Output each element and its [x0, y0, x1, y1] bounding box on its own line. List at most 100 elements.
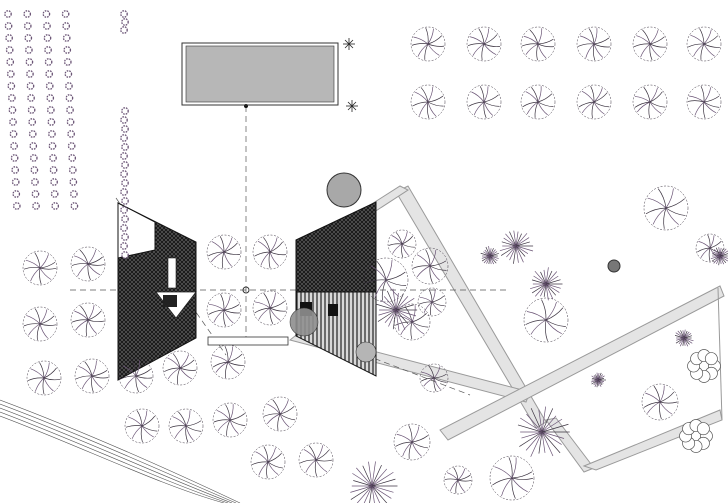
- orchard-plant: [25, 58, 34, 66]
- tree-symbol: [520, 84, 556, 120]
- tree-symbol: [210, 344, 246, 380]
- orchard-plant: [120, 116, 128, 124]
- orchard-plant: [9, 118, 17, 126]
- palm-symbol: [350, 461, 398, 503]
- orchard-plant: [31, 178, 39, 186]
- tree-symbol: [576, 84, 612, 120]
- shrub-symbol: [679, 419, 713, 453]
- pool: [181, 42, 339, 106]
- orchard-plant: [67, 142, 76, 150]
- orchard-plant: [4, 22, 13, 30]
- orchard-plant: [23, 22, 32, 30]
- orchard-plant: [68, 154, 77, 162]
- tree-symbol: [70, 302, 106, 338]
- orchard-plant: [24, 46, 33, 54]
- orchard-plant: [29, 154, 38, 162]
- orchard-plant: [45, 82, 54, 90]
- orchard-plant: [50, 190, 59, 198]
- orchard-plant: [120, 26, 128, 34]
- orchard-plant: [120, 134, 128, 142]
- palm-symbol: [530, 267, 563, 301]
- orchard-plant: [47, 118, 56, 126]
- shrub-symbol: [687, 349, 721, 383]
- tree-symbol: [22, 306, 58, 342]
- tree-symbol: [206, 292, 242, 328]
- orchard-plant: [28, 118, 37, 126]
- tree-symbol: [262, 396, 298, 432]
- orchard-plant: [50, 178, 58, 186]
- tree-symbol: [411, 247, 449, 285]
- orchard-plant: [32, 202, 40, 210]
- tree-symbol: [632, 84, 668, 120]
- building-right: [289, 172, 377, 377]
- tree-symbol: [74, 358, 110, 394]
- tree-symbol: [410, 26, 446, 62]
- orchard-plant: [121, 161, 129, 169]
- orchard-plant: [69, 178, 78, 186]
- tree-symbol: [489, 455, 535, 501]
- orchard-plant: [7, 82, 16, 90]
- orchard-plant: [121, 233, 129, 241]
- orchard-plant: [12, 202, 21, 210]
- orchard-rows: [4, 10, 129, 259]
- tree-symbol: [641, 383, 679, 421]
- palm-symbol: [375, 288, 418, 331]
- orchard-plant: [121, 197, 129, 205]
- orchard-plant: [4, 10, 12, 18]
- axis-center: [242, 286, 250, 294]
- orchard-plant: [70, 202, 79, 210]
- tree-symbol: [393, 423, 431, 461]
- orchard-plant: [64, 70, 73, 78]
- orchard-plant: [67, 130, 75, 138]
- orchard-plant: [66, 106, 74, 114]
- orchard-plant: [12, 190, 21, 198]
- orchard-plant: [48, 130, 56, 138]
- tree-symbol: [419, 363, 449, 393]
- orchard-plant: [120, 242, 128, 250]
- orchard-plant: [6, 70, 15, 78]
- orchard-plant: [42, 10, 51, 18]
- orchard-plant: [23, 10, 32, 18]
- orchard-plant: [121, 179, 129, 187]
- tree-symbol: [250, 444, 286, 480]
- orchard-plant: [43, 22, 51, 30]
- tree-symbol: [124, 408, 160, 444]
- tree-layer: [22, 26, 728, 503]
- orchard-plant: [30, 166, 39, 174]
- orchard-plant: [44, 46, 52, 54]
- tree-symbol: [252, 234, 288, 270]
- orchard-plant: [8, 106, 17, 114]
- orchard-plant: [49, 154, 57, 162]
- tree-symbol: [686, 84, 722, 120]
- orchard-plant: [120, 224, 128, 232]
- orchard-plant: [120, 188, 128, 196]
- orchard-plant: [121, 251, 129, 259]
- orchard-plant: [62, 34, 71, 42]
- orchard-plant: [11, 166, 19, 174]
- tree-symbol: [168, 408, 204, 444]
- orchard-plant: [5, 34, 13, 42]
- tree-symbol: [298, 442, 334, 478]
- orchard-plant: [120, 206, 128, 214]
- tree-symbol: [417, 287, 447, 317]
- palm-symbol: [710, 247, 728, 266]
- orchard-plant: [121, 107, 129, 115]
- orchard-plant: [29, 142, 38, 150]
- tree-symbol: [686, 26, 722, 62]
- tree-symbol: [118, 358, 154, 394]
- orchard-plant: [26, 70, 34, 78]
- orchard-plant: [26, 82, 35, 90]
- tree-symbol: [466, 26, 502, 62]
- orchard-plant: [46, 94, 55, 102]
- orchard-plant: [61, 10, 70, 18]
- orchard-plant: [6, 58, 15, 66]
- tree-symbol: [643, 185, 689, 231]
- orchard-plant: [121, 18, 129, 26]
- orchard-plant: [51, 202, 60, 210]
- orchard-plant: [48, 142, 57, 150]
- tree-symbol: [206, 234, 242, 270]
- tree-symbol: [523, 297, 569, 343]
- orchard-plant: [68, 166, 77, 174]
- orchard-plant: [121, 143, 129, 151]
